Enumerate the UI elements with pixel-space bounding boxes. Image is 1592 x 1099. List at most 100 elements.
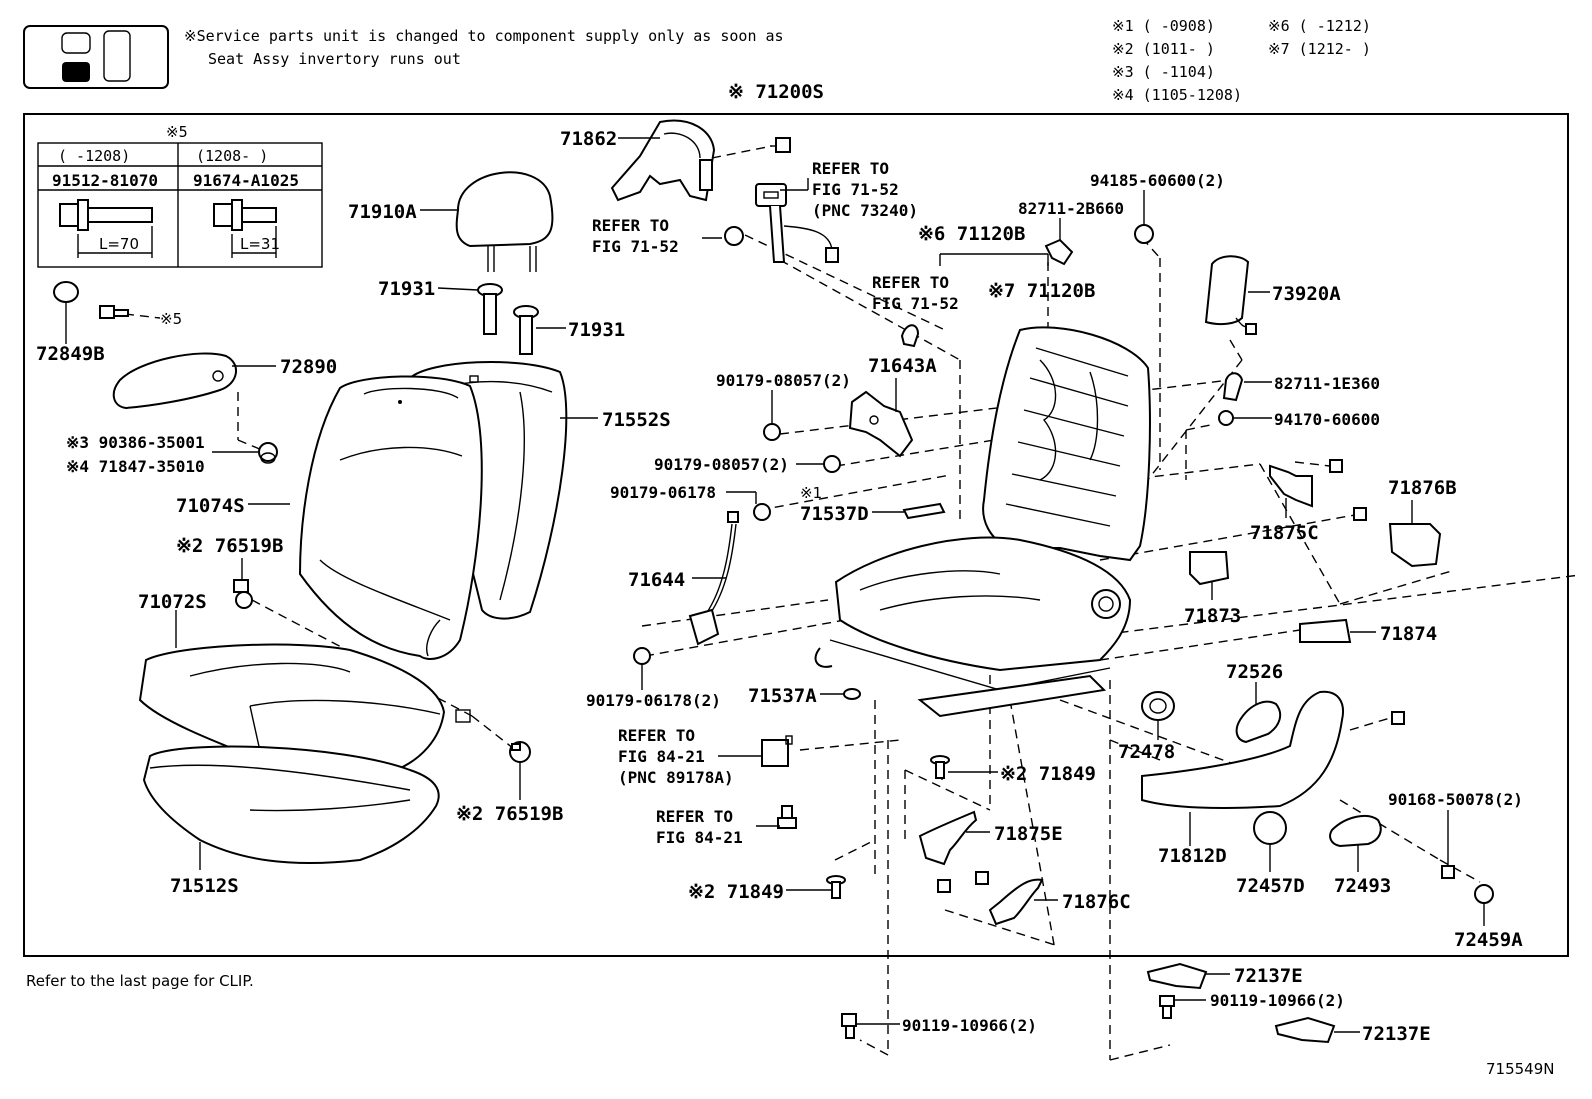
label-refer-7152-c-1: REFER TO <box>872 273 949 292</box>
clip-82711-1E360-part <box>1222 372 1244 402</box>
label-90119-10966-b: 90119-10966(2) <box>902 1016 1037 1035</box>
label-refer-8421-a-1: REFER TO <box>618 726 695 745</box>
bolt-84-21-icon <box>777 805 797 829</box>
label-72457D: 72457D <box>1236 875 1305 897</box>
bolt-col1-part: 91512-81070 <box>52 171 158 190</box>
date-notes: ※1 ( -0908) ※2 (1011- ) ※3 ( -1104) ※4 (… <box>1112 17 1371 104</box>
nut-94185-icon <box>1134 224 1154 244</box>
label-star1: ※1 <box>800 484 822 502</box>
airbag-73920A-part <box>1204 255 1257 335</box>
cap-72459A-part <box>1474 884 1494 904</box>
label-71643A: 71643A <box>868 355 937 377</box>
date-note-7: ※7 (1212- ) <box>1268 40 1371 58</box>
label-71074S: 71074S <box>176 495 245 517</box>
label-72526: 72526 <box>1226 661 1283 683</box>
seat-position-icon <box>23 25 169 89</box>
cover-72137E-a-part <box>1146 962 1208 990</box>
label-90168-50078: 90168-50078(2) <box>1388 790 1523 809</box>
headrest-guide-71931-a-part <box>477 283 503 335</box>
label-refer-7152-a-2: FIG 71-52 <box>812 180 899 199</box>
bolt-col2-part: 91674-A1025 <box>193 171 299 190</box>
label-refer-8421-b-2: FIG 84-21 <box>656 828 743 847</box>
date-note-1: ※1 ( -0908) <box>1112 17 1215 35</box>
bracket-71873-part <box>1189 551 1230 586</box>
connector-89178A-part <box>761 735 793 767</box>
label-90179-08057-b: 90179-08057(2) <box>654 455 789 474</box>
bolt-col2-length: L=31 <box>240 235 280 253</box>
label-71873: 71873 <box>1184 605 1241 627</box>
short-bolt-icon <box>213 199 277 258</box>
bracket-71643A-part <box>848 390 914 458</box>
clip-82711-2B660-part <box>1044 238 1074 266</box>
label-72849B: 72849B <box>36 343 105 365</box>
seat-frame-71120B-part <box>814 326 1151 718</box>
bolt-90119-b-icon <box>841 1013 857 1039</box>
label-refer-7152-c-2: FIG 71-52 <box>872 294 959 313</box>
nut-90179-08057-a-icon <box>763 423 781 441</box>
label-71876B: 71876B <box>1388 477 1457 499</box>
screw-71876C-icon <box>937 871 989 893</box>
knob-72526-part <box>1235 700 1282 744</box>
label-72459A: 72459A <box>1454 929 1523 951</box>
label-star5: ※5 <box>160 310 182 328</box>
label-76519B-a: ※2 76519B <box>176 535 283 557</box>
label-76519B-b: ※2 76519B <box>456 803 563 825</box>
service-note-line1: ※Service parts unit is changed to compon… <box>184 27 784 45</box>
knob-72478-part <box>1141 691 1175 721</box>
pad-71537A-part <box>843 688 861 700</box>
label-90179-08057-a: 90179-08057(2) <box>716 371 851 390</box>
label-71876C: 71876C <box>1062 891 1131 913</box>
label-71849-b: ※2 71849 <box>688 881 784 903</box>
bolt-col1-range: ( -1208) <box>58 147 130 165</box>
nut-90179-08057-b-icon <box>823 455 841 473</box>
cushion-pad-71512S-part <box>142 745 440 865</box>
label-refer-8421-b-1: REFER TO <box>656 807 733 826</box>
headrest-71910A-part <box>455 171 554 272</box>
bolt-col1-length: L=70 <box>99 235 139 253</box>
clip-71120B-part <box>900 324 920 348</box>
label-73920A: 73920A <box>1272 283 1341 305</box>
headrest-guide-71931-b-part <box>513 305 539 355</box>
pin-71849-b-part <box>826 875 846 899</box>
screw-71875C-icon <box>1329 459 1367 521</box>
pad-71537D-part <box>902 502 946 520</box>
bolt-90119-a-icon <box>1159 995 1175 1019</box>
nut-90179-06178-icon <box>753 503 771 521</box>
seatback-71074S-part <box>298 375 483 660</box>
clip-76519B-upper-part <box>233 579 253 609</box>
label-71537D: 71537D <box>800 503 869 525</box>
pin-71849-a-part <box>930 755 950 779</box>
label-71931-a: 71931 <box>378 278 435 300</box>
label-71812D: 71812D <box>1158 845 1227 867</box>
knob-72457D-part <box>1253 811 1287 845</box>
service-note-line2: Seat Assy invertory runs out <box>208 50 461 68</box>
label-71847-35010: ※4 71847-35010 <box>66 457 205 476</box>
diagram-frame <box>23 113 1569 957</box>
label-71120B-a: ※6 71120B <box>918 223 1025 245</box>
label-90386-35001: ※3 90386-35001 <box>66 433 205 452</box>
armrest-72890-part <box>112 352 237 410</box>
nut-icon <box>724 226 744 246</box>
bolt-table: ※5 ( -1208) (1208- ) 91512-81070 91674-A… <box>37 123 323 268</box>
label-71910A: 71910A <box>348 201 417 223</box>
label-72478: 72478 <box>1118 741 1175 763</box>
label-71644: 71644 <box>628 569 685 591</box>
label-72137E-b: 72137E <box>1362 1023 1431 1045</box>
shield-cover-71862-part <box>610 119 716 202</box>
label-90179-06178: 90179-06178 <box>610 483 716 502</box>
knob-72493-part <box>1329 814 1382 848</box>
label-90179-06178-2: 90179-06178(2) <box>586 691 721 710</box>
label-72137E-a: 72137E <box>1234 965 1303 987</box>
label-71552S: 71552S <box>602 409 671 431</box>
part-labels: 71862 REFER TO FIG 71-52 (PNC 73240) REF… <box>36 128 1523 1045</box>
cushion-cover-71072S-part <box>138 643 471 775</box>
screw-90168-icon <box>1391 711 1455 879</box>
harness-71644-part <box>688 511 739 646</box>
label-71931-b: 71931 <box>568 319 625 341</box>
label-72890: 72890 <box>280 356 337 378</box>
nut-90179-06178-2-icon <box>633 647 651 665</box>
label-71875C: 71875C <box>1250 522 1319 544</box>
bolt-col2-range: (1208- ) <box>196 147 268 165</box>
nut-94170-icon <box>1218 410 1234 426</box>
